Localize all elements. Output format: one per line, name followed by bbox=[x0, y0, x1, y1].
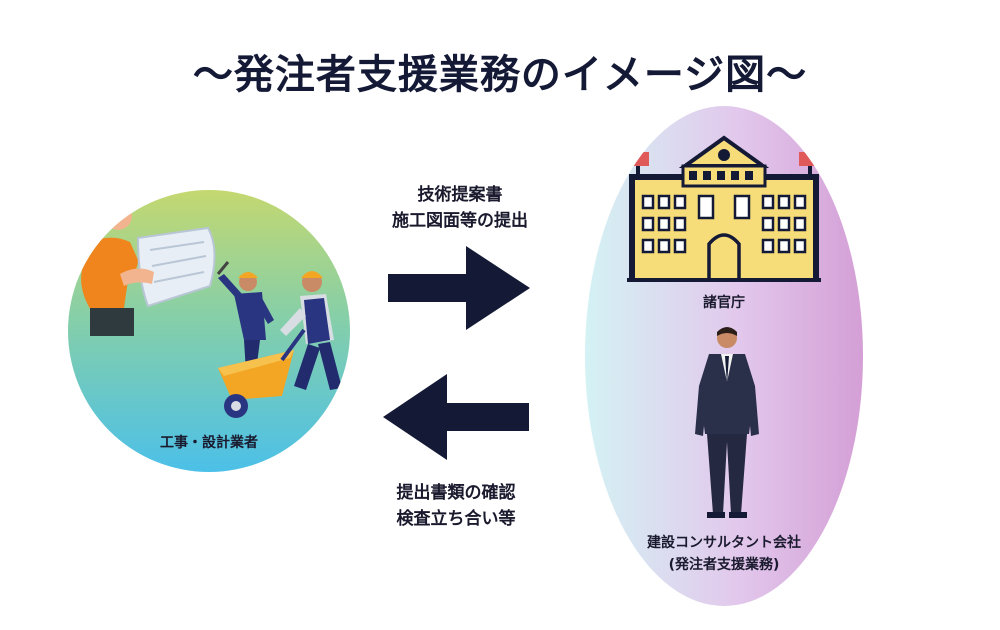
arrow-right-icon bbox=[388, 246, 530, 330]
inspection-line-2: 検査立ち合い等 bbox=[396, 509, 516, 529]
contractor-label: 工事・設計業者 bbox=[160, 435, 258, 451]
contractor-circle: 工事・設計業者 bbox=[68, 190, 350, 472]
inspection-caption: 提出書類の確認 検査立ち合い等 bbox=[356, 480, 556, 532]
construction-workers-icon bbox=[81, 199, 342, 418]
submission-line-2: 施工図面等の提出 bbox=[392, 211, 528, 231]
submission-caption: 技術提案書 施工図面等の提出 bbox=[360, 182, 560, 234]
consultant-label-line-1: 建設コンサルタント会社 bbox=[647, 535, 801, 551]
arrow-left-icon bbox=[383, 374, 529, 460]
government-label: 諸官庁 bbox=[703, 295, 745, 311]
client-oval: 諸官庁 建設コンサルタント会社 (発注者支援業務) bbox=[585, 106, 863, 606]
inspection-line-1: 提出書類の確認 bbox=[396, 483, 516, 503]
government-building-icon bbox=[627, 135, 821, 282]
businessman-icon bbox=[695, 327, 759, 518]
submission-line-1: 技術提案書 bbox=[417, 185, 503, 205]
engineer-with-blueprint-icon bbox=[81, 199, 216, 336]
consultant-label-line-2: (発注者支援業務) bbox=[668, 557, 780, 573]
page-title: 〜発注者支援業務のイメージ図〜 bbox=[192, 52, 808, 98]
consultant-label: 建設コンサルタント会社 (発注者支援業務) bbox=[585, 532, 863, 576]
